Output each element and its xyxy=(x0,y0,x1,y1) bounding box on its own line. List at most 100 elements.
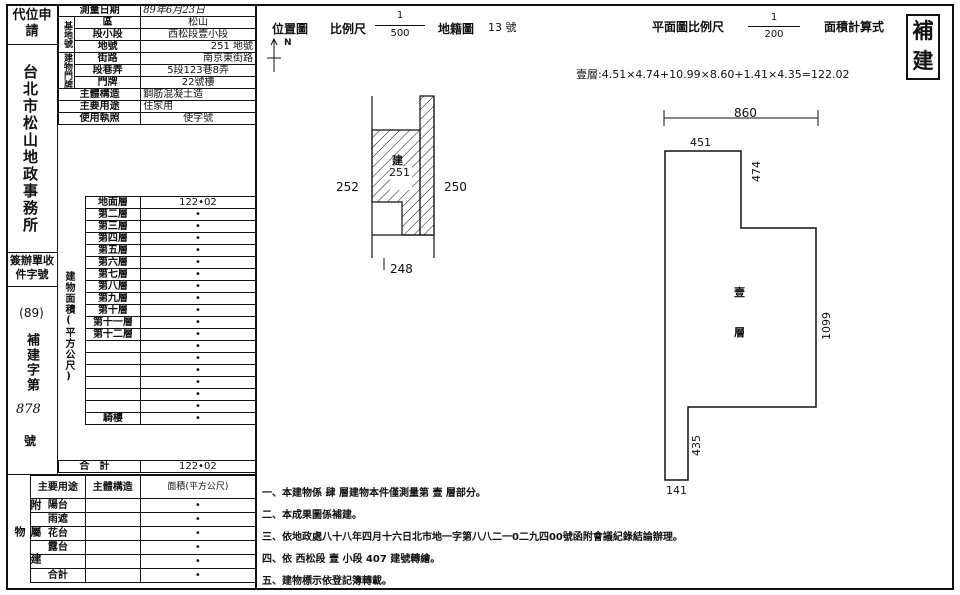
annex-structure xyxy=(84,512,141,527)
lane-label: 段巷弄 xyxy=(73,64,142,77)
lot: 251 地號 xyxy=(140,40,256,53)
survey-date-label: 測量日期 xyxy=(57,4,142,17)
location-map xyxy=(267,37,435,270)
area-calc-label: 面積計算式 xyxy=(824,20,885,34)
office-name: 台北市松山地政事務所 xyxy=(21,64,39,234)
floor-value: • xyxy=(139,268,257,281)
license: 使字號 xyxy=(140,112,256,125)
column-divider xyxy=(255,4,257,590)
supplement-stamp: 補建 xyxy=(906,14,940,80)
floor-label: 第十一層 xyxy=(85,316,141,329)
annex-value: • xyxy=(139,512,257,527)
annex-structure-header: 主體構造 xyxy=(84,475,141,499)
plan-scale-den: 200 xyxy=(764,29,784,40)
district-label: 區 xyxy=(73,16,142,29)
lot-251-top-strip xyxy=(419,95,435,236)
floor-value: • xyxy=(139,220,257,233)
floor-row: • xyxy=(85,400,257,413)
structure: 鋼筋混凝土造 xyxy=(140,88,256,101)
note-5: 五、建物標示依登記簿轉載。 xyxy=(262,576,392,587)
floor-label: 第四層 xyxy=(85,232,141,245)
left-lot: 252 xyxy=(336,180,359,194)
north-arrow-icon xyxy=(267,37,281,72)
floor-row: 第九層• xyxy=(85,292,257,305)
floor-label: 第六層 xyxy=(85,256,141,269)
structure-label: 主體構造 xyxy=(57,88,142,101)
floor-row: • xyxy=(85,376,257,389)
case-year: (89) xyxy=(19,306,44,320)
floor-label: 第八層 xyxy=(85,280,141,293)
bottom-lot: 248 xyxy=(390,262,413,276)
license-label: 使用執照 xyxy=(57,112,142,125)
floor-value: • xyxy=(139,364,257,377)
floor-label: 第三層 xyxy=(85,220,141,233)
floor-value: • xyxy=(139,316,257,329)
annex-structure xyxy=(84,568,141,583)
location-scale-num: 1 xyxy=(396,10,404,21)
annex-value: • xyxy=(139,540,257,555)
location-map-title: 位置圖 xyxy=(272,22,309,36)
note-2: 二、本成果圖係補建。 xyxy=(262,510,362,521)
floor-row: • xyxy=(85,340,257,353)
annex-label: 露台 xyxy=(30,540,86,555)
dim-top-total: 860 xyxy=(734,106,757,120)
floor-label: 第十二層 xyxy=(85,328,141,341)
floor-label: 地面層 xyxy=(85,196,141,209)
floor-label xyxy=(85,400,141,413)
note-4: 四、依 西松段 壹 小段 407 建號轉繪。 xyxy=(262,554,441,565)
floor-word-2: 層 xyxy=(734,326,745,339)
annex-section: 附屬建物 主要用途 主體構造 面積(平方公尺) 陽台•雨遮•花台•露台••合計• xyxy=(6,474,257,590)
floor-label: 第九層 xyxy=(85,292,141,305)
floor-group-label: 建物面積(平方公尺) xyxy=(63,271,74,383)
lot-label: 地號 xyxy=(73,40,142,53)
number-label: 門牌 xyxy=(73,76,142,89)
dim-bottom-height: 435 xyxy=(690,435,703,456)
number: 22號樓 xyxy=(140,76,256,89)
cadastral-number: 13 號 xyxy=(488,21,517,34)
district: 松山 xyxy=(140,16,256,29)
floor-row: 騎樓• xyxy=(85,412,257,425)
floor-value: • xyxy=(139,280,257,293)
floor-value: • xyxy=(139,400,257,413)
floor-row: 第四層• xyxy=(85,232,257,245)
floor-label xyxy=(85,364,141,377)
use-label: 主要用途 xyxy=(57,100,142,113)
location-scale-label: 比例尺 xyxy=(330,22,367,36)
area-formula: 壹層:4.51×4.74+10.99×8.60+1.41×4.35=122.02 xyxy=(576,68,850,81)
location-scale-den: 500 xyxy=(390,28,410,39)
floor-row: • xyxy=(85,352,257,365)
lane: 5段123巷8弄 xyxy=(140,64,256,77)
cadastral-label: 地籍圖 xyxy=(438,22,475,36)
floor-value: • xyxy=(139,340,257,353)
annex-label xyxy=(30,554,86,569)
annex-label: 合計 xyxy=(30,568,86,583)
annex-row: • xyxy=(30,554,257,569)
floor-label xyxy=(85,340,141,353)
dim-notch-height: 474 xyxy=(750,161,763,182)
section: 西松段壹小段 xyxy=(140,28,256,41)
street-label: 街路 xyxy=(73,52,142,65)
annex-structure xyxy=(84,526,141,541)
annex-value: • xyxy=(139,498,257,513)
floor-label xyxy=(85,376,141,389)
building-info-table: 測量日期 89年6月23日 基地號 區 松山 段小段 西松段壹小段 地號 251… xyxy=(57,4,256,125)
annex-structure xyxy=(84,540,141,555)
annex-row: 合計• xyxy=(30,568,257,583)
floor-label xyxy=(85,388,141,401)
floor-label: 第七層 xyxy=(85,268,141,281)
case-suffix: 號 xyxy=(24,434,37,448)
floor-row: 第八層• xyxy=(85,280,257,293)
floor-value: • xyxy=(139,208,257,221)
case-number: 878 xyxy=(16,402,41,417)
right-lot: 250 xyxy=(444,180,467,194)
left-column: 代位申請 台北市松山地政事務所 簽辦單收件字號 (89) 補建字第 878 號 xyxy=(6,4,58,474)
annex-label: 陽台 xyxy=(30,498,86,513)
annex-row: 雨遮• xyxy=(30,512,257,527)
total-value: 122•02 xyxy=(139,460,257,473)
annex-row: 陽台 • xyxy=(30,498,257,513)
floor-row: 第三層• xyxy=(85,220,257,233)
annex-area-header: 面積(平方公尺) xyxy=(139,475,257,499)
case-word: 補建字第 xyxy=(24,333,39,393)
floor-plan-drawing xyxy=(663,110,819,481)
